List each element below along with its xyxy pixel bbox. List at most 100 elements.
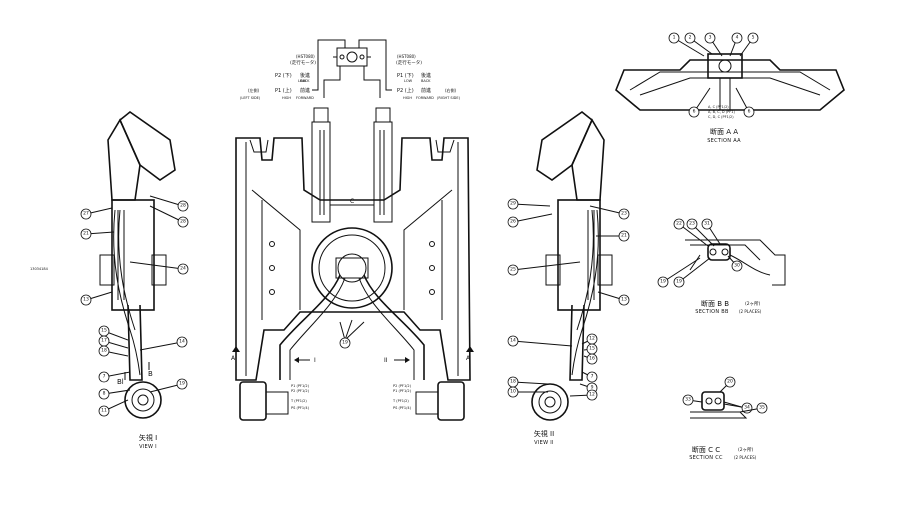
- view-1-mark-bl: Bl: [117, 378, 124, 386]
- mark-c: C: [350, 198, 354, 205]
- section-bb-count-en: (2 PLACES): [739, 309, 762, 314]
- view-1-drawing: B Bl 矢視 I VIEW I: [99, 111, 176, 450]
- view-2-balloon: [507, 335, 519, 347]
- view-1-balloon-label: 28: [180, 203, 186, 209]
- view-2-balloon-label: 29: [510, 201, 516, 207]
- section-bb-balloon-label: 23: [689, 221, 695, 227]
- view-2-balloon-label: 9: [591, 385, 594, 391]
- view-2-balloon-label: 12: [589, 336, 595, 342]
- right-motor-p1-dir: BACK: [421, 79, 431, 83]
- view-1-balloon-label: 28: [180, 219, 186, 225]
- view-2-balloon-label: 26: [510, 219, 516, 225]
- view-1-balloon: [177, 200, 189, 212]
- section-aa-balloon-label: 3: [709, 35, 712, 41]
- right-port-3: T (PF1/2): [392, 399, 409, 403]
- section-cc-balloon-label: 33: [685, 397, 691, 403]
- section-aa-balloon-label: 5: [752, 35, 755, 41]
- view-2-balloon-label: 7: [591, 374, 594, 380]
- right-motor-p1: P1 (下): [397, 73, 414, 79]
- view-2-caption-en: VIEW II: [534, 440, 554, 446]
- view-2-drawing: 矢視 II VIEW II: [531, 111, 613, 446]
- left-motor-p1: P1 (上): [275, 87, 292, 94]
- view-2-balloon: [586, 371, 598, 383]
- view-2-leader: [589, 205, 625, 215]
- view-1-leader: [149, 383, 183, 393]
- left-motor-code: (HST080): [296, 54, 315, 59]
- section-bb-caption-en: SECTION BB: [695, 309, 729, 315]
- right-motor-side-jp: (右側): [445, 87, 457, 93]
- view-1-balloon: [98, 388, 110, 400]
- section-cc-caption-en: SECTION CC: [689, 455, 723, 461]
- section-bb-count-jp: (2ヶ所): [745, 300, 761, 307]
- section-cc-balloon-label: 34: [744, 405, 750, 411]
- right-motor-p2-dir-jp: 前進: [421, 87, 431, 94]
- mark-a-left: A: [231, 355, 236, 362]
- section-bb-drawing: 断面 B B (2ヶ所) SECTION BB (2 PLACES): [685, 239, 786, 315]
- section-cc-balloon: [756, 402, 768, 414]
- view-2-balloon-label: 18: [510, 379, 516, 385]
- view-2-leader: [512, 261, 581, 271]
- right-motor-p2-dir: FORWARD: [416, 96, 434, 100]
- section-aa-balloon-label: 2: [689, 35, 692, 41]
- right-port-2: P1 (PF1/2): [393, 389, 412, 393]
- section-aa-drawing: A, C (PF1/2) A, B, C, D (PF1) C, D, C (P…: [615, 53, 845, 144]
- view-2-leader: [512, 213, 553, 223]
- view-1-balloon-label: 13: [83, 297, 89, 303]
- left-motor-name: (走行モータ): [290, 59, 316, 66]
- section-aa-balloon: [684, 32, 696, 44]
- section-bb-balloon: [657, 276, 669, 288]
- section-aa-leader: [673, 37, 705, 57]
- view-1-balloon-label: 14: [179, 339, 185, 345]
- view-1-caption-en: VIEW I: [139, 444, 157, 450]
- view-1-balloon-label: 24: [180, 266, 186, 272]
- view-1-balloon: [176, 336, 188, 348]
- view-2-leader: [512, 381, 549, 385]
- view-2-balloon-label: 14: [510, 338, 516, 344]
- section-aa-balloon: [743, 106, 755, 118]
- view-2-balloon-label: 12: [589, 392, 595, 398]
- view-1-balloon: [80, 294, 92, 306]
- view-2-balloon: [618, 230, 630, 242]
- section-bb-balloon: [701, 218, 713, 230]
- view-1-balloon-label: 17: [101, 338, 107, 344]
- view-2-balloon: [507, 264, 519, 276]
- view-2-balloon-label: 10: [510, 389, 516, 395]
- view-2-balloon-label: 25: [510, 267, 516, 273]
- view-2-balloon-label: 21: [621, 233, 627, 239]
- view-1-balloon: [80, 228, 92, 240]
- section-bb-balloon-label: 19: [676, 279, 682, 285]
- center-motor-callout: (HST080) (走行モータ) P2 (下) LOW 後進 BACK P1 (…: [240, 39, 461, 100]
- right-motor-p2: P2 (上): [397, 87, 414, 94]
- section-bb-leader: [678, 223, 709, 247]
- view-2-balloon: [618, 208, 630, 220]
- left-motor-p2-low: LOW: [298, 79, 307, 83]
- view-1-balloon: [98, 345, 110, 357]
- view-1-balloon: [176, 378, 188, 390]
- arrow-view-2: II: [384, 357, 388, 364]
- section-bb-balloon-label: 30: [734, 263, 740, 269]
- section-aa-note-1: A, C (PF1/2): [708, 105, 729, 109]
- section-cc-drawing: 断面 C C (2ヶ所) SECTION CC (2 PLACES): [689, 391, 757, 461]
- right-motor-name: (走行モータ): [396, 59, 422, 66]
- section-aa-balloon-label: 4: [736, 35, 739, 41]
- right-port-1: P2 (PF1/2): [393, 384, 412, 388]
- section-cc-balloon: [724, 376, 736, 388]
- view-1-balloon-label: 27: [83, 211, 89, 217]
- right-motor-p2-high: HIGH: [403, 96, 412, 100]
- left-port-1: P1 (PF1/2): [291, 384, 310, 388]
- view-2-balloon: [618, 294, 630, 306]
- view-1-leader: [139, 341, 183, 351]
- section-bb-balloon: [731, 260, 743, 272]
- section-aa-caption-jp: 断面 A A: [710, 127, 738, 136]
- right-motor-side: (RIGHT SIDE): [437, 96, 461, 100]
- margin-note: 13034184: [30, 267, 49, 271]
- section-bb-balloon-label: 19: [660, 279, 666, 285]
- view-2-balloon-label: 23: [621, 211, 627, 217]
- view-2-caption-jp: 矢視 II: [534, 429, 554, 438]
- view-1-balloon-label: 18: [101, 348, 107, 354]
- view-2-balloon: [507, 386, 519, 398]
